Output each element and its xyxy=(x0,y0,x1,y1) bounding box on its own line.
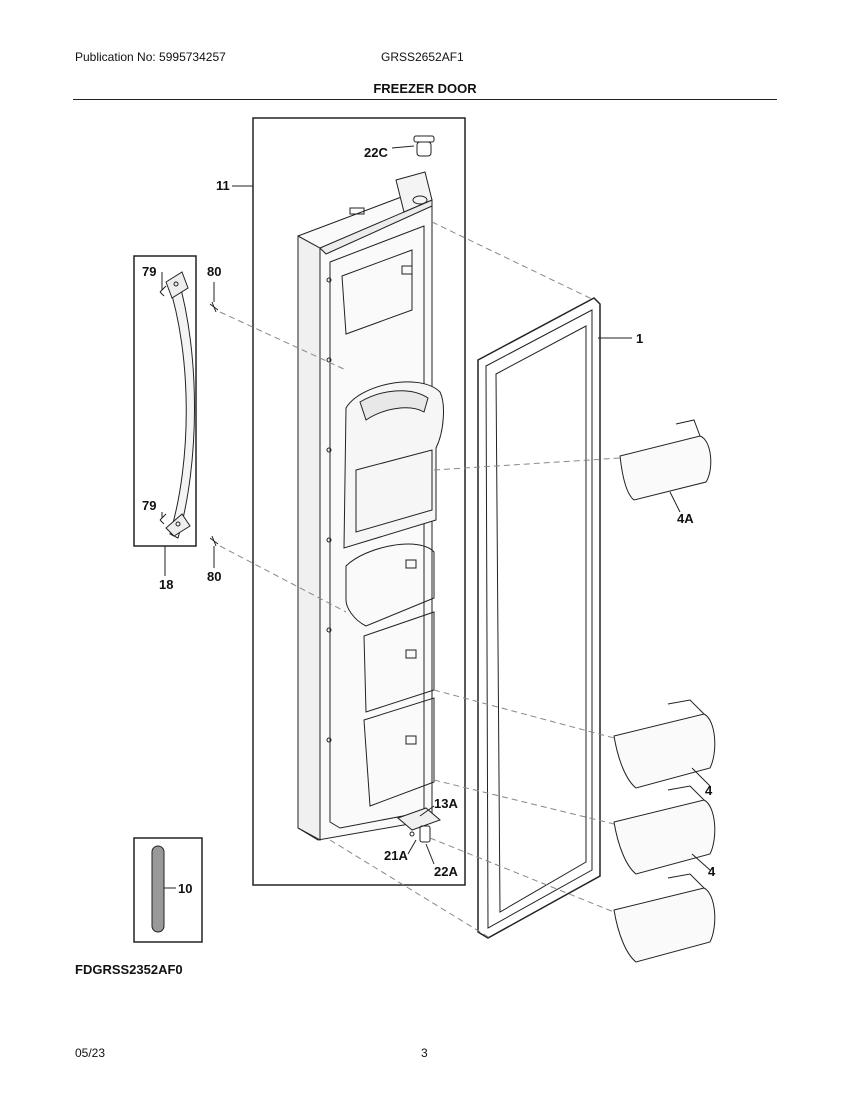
door-assembly-box xyxy=(252,117,466,886)
callout-18: 18 xyxy=(159,577,173,592)
callout-4-upper: 4 xyxy=(705,783,713,798)
callout-4a: 4A xyxy=(677,511,694,526)
model-number: GRSS2652AF1 xyxy=(381,50,464,64)
callout-21a: 21A xyxy=(384,848,408,863)
door-bin-4-upper xyxy=(613,699,716,789)
footer-page-number: 3 xyxy=(421,1046,428,1060)
callout-22a: 22A xyxy=(434,864,458,879)
callout-80-bottom: 80 xyxy=(207,569,221,584)
screw-80-top xyxy=(209,301,219,313)
hinge-bracket-13a xyxy=(397,807,441,831)
door-bin-4a xyxy=(619,419,712,501)
callout-1: 1 xyxy=(636,331,643,346)
bushing-22a xyxy=(419,825,431,843)
door-handle xyxy=(165,271,195,539)
callout-4-lower: 4 xyxy=(708,864,716,879)
cap-part-22c xyxy=(413,135,435,157)
publication-number: Publication No: 5995734257 xyxy=(75,50,226,64)
door-gasket xyxy=(477,297,601,939)
screw-21a xyxy=(409,831,415,837)
callout-10: 10 xyxy=(178,881,192,896)
page-title: FREEZER DOOR xyxy=(373,81,477,96)
callout-13a: 13A xyxy=(434,796,458,811)
door-bin-4-lower xyxy=(613,873,716,963)
door-liner xyxy=(297,171,444,841)
header-divider xyxy=(73,99,777,100)
callout-22c: 22C xyxy=(364,145,388,160)
diagram-code: FDGRSS2352AF0 xyxy=(75,962,183,977)
callout-79-top: 79 xyxy=(142,264,156,279)
tube-part-10 xyxy=(151,845,165,933)
tube-box xyxy=(133,837,203,943)
alignment-lines xyxy=(219,221,621,939)
leader-lines xyxy=(161,145,711,889)
callout-80-top: 80 xyxy=(207,264,221,279)
footer-date: 05/23 xyxy=(75,1046,106,1060)
callout-79-bottom: 79 xyxy=(142,498,156,513)
callout-11: 11 xyxy=(216,178,230,193)
screw-80-bottom xyxy=(209,535,219,547)
door-bin-4-middle xyxy=(613,785,716,875)
screw-79-bottom xyxy=(159,513,167,525)
screw-79-top xyxy=(159,285,167,297)
